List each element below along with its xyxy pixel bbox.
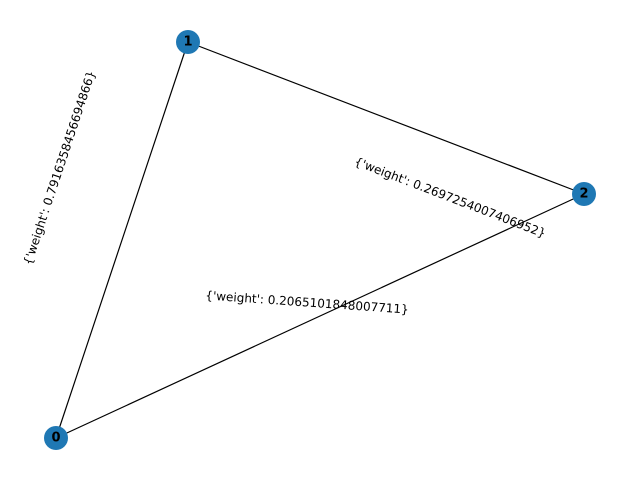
node-1-label: 1 xyxy=(183,35,192,50)
edge-1-2 xyxy=(187,41,585,195)
node-2-label: 2 xyxy=(579,187,588,202)
edge-0-1 xyxy=(55,41,189,439)
edge-label-1-2: {'weight': 0.2697254007406952} xyxy=(353,154,548,240)
edges-layer xyxy=(55,41,585,439)
node-0-label: 0 xyxy=(51,431,60,446)
edge-label-0-2: {'weight': 0.2065101848007711} xyxy=(205,288,409,316)
node-2-circle xyxy=(572,182,596,206)
node-2[interactable]: 2 xyxy=(572,182,596,206)
node-0-circle xyxy=(44,426,68,450)
edge-label-0-1: {'weight': 0.7916358456694866} xyxy=(21,69,99,267)
node-0[interactable]: 0 xyxy=(44,426,68,450)
node-1[interactable]: 1 xyxy=(176,30,200,54)
nodes-layer: 0 1 2 xyxy=(44,30,596,450)
edge-labels-layer: {'weight': 0.7916358456694866} {'weight'… xyxy=(21,69,548,317)
node-1-circle xyxy=(176,30,200,54)
edge-0-2 xyxy=(55,193,585,439)
